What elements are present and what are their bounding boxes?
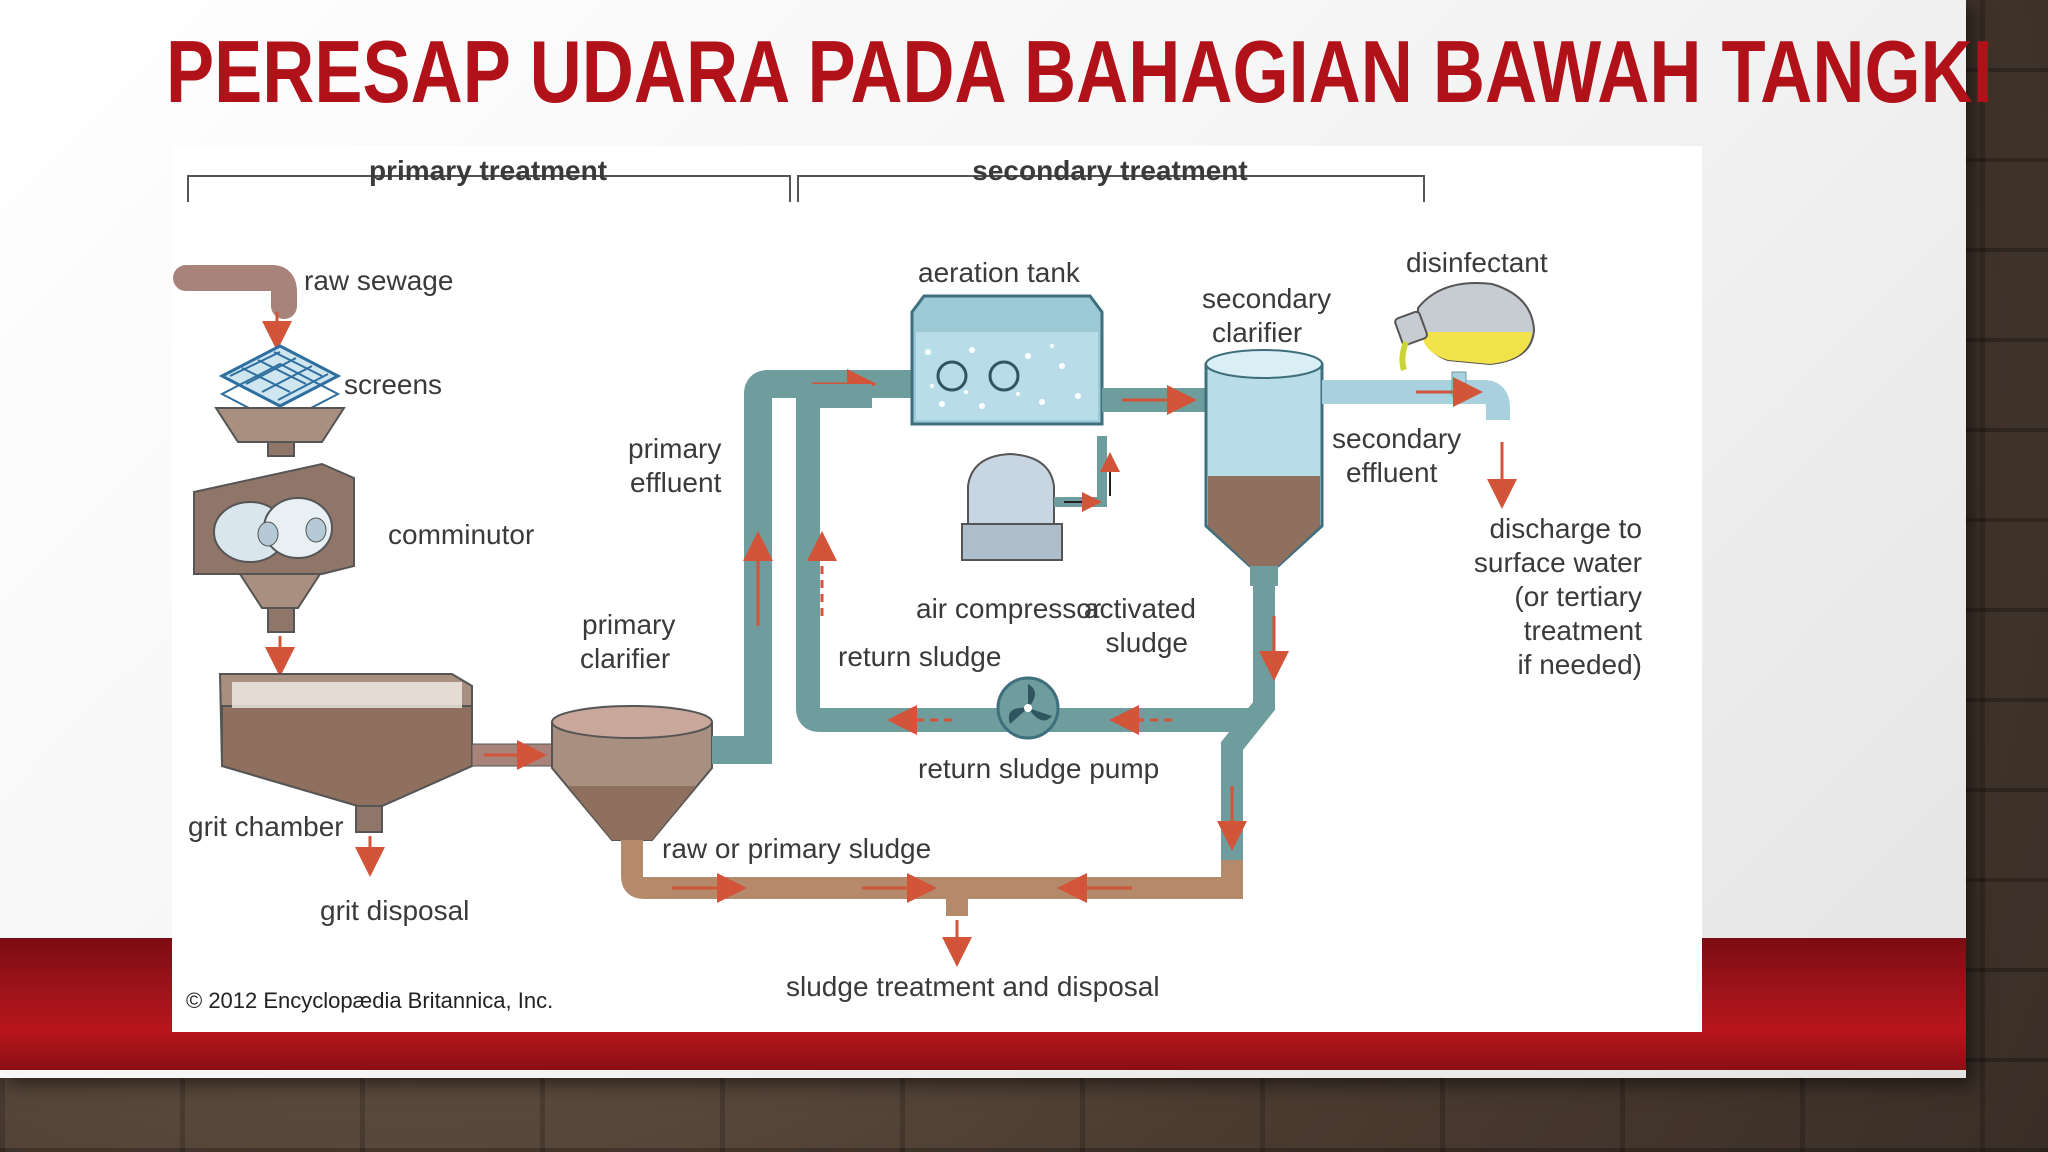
primary-effluent-label-2: effluent xyxy=(630,467,722,498)
return-sludge-pipe xyxy=(796,384,1250,732)
return-sludge-pump xyxy=(996,676,1060,740)
primary-clarifier-label-2: clarifier xyxy=(580,643,670,674)
primary-effluent-label-1: primary xyxy=(628,433,721,464)
air-compressor-label: air compressor xyxy=(916,593,1101,624)
diagram-svg: primary treatment secondary treatment ra… xyxy=(173,155,1642,1013)
comminutor-label: comminutor xyxy=(388,519,534,550)
primary-bracket xyxy=(187,175,791,202)
secondary-treatment-header: secondary treatment xyxy=(972,155,1247,186)
raw-sewage-pipe xyxy=(173,265,297,319)
sludge-outlet xyxy=(946,888,968,916)
comminutor-unit xyxy=(193,462,355,633)
secondary-bracket xyxy=(797,175,1425,202)
grit-chamber-unit xyxy=(218,673,473,833)
secondary-effluent-pipe xyxy=(1322,380,1510,420)
disinfectant-bottle xyxy=(1394,282,1536,371)
secondary-effluent-label-2: effluent xyxy=(1346,457,1438,488)
primary-treatment-header: primary treatment xyxy=(369,155,607,186)
primary-clarifier-unit xyxy=(551,705,713,841)
screens-unit xyxy=(214,344,346,457)
discharge-label-4: treatment xyxy=(1524,615,1642,646)
return-sludge-pump-label: return sludge pump xyxy=(918,753,1159,784)
primary-clarifier-label-1: primary xyxy=(582,609,675,640)
raw-sewage-label: raw sewage xyxy=(304,265,453,296)
primary-effluent-pipe xyxy=(712,370,912,764)
grit-disposal-label: grit disposal xyxy=(320,895,469,926)
discharge-label-2: surface water xyxy=(1474,547,1642,578)
copyright-notice: © 2012 Encyclopædia Britannica, Inc. xyxy=(186,988,553,1013)
secondary-clarifier-unit xyxy=(1204,349,1324,586)
raw-primary-sludge-label: raw or primary sludge xyxy=(662,833,931,864)
screens-label: screens xyxy=(344,369,442,400)
wastewater-treatment-diagram: primary treatment secondary treatment ra… xyxy=(172,146,1702,1032)
grit-chamber-label: grit chamber xyxy=(188,811,344,842)
sludge-treatment-label: sludge treatment and disposal xyxy=(786,971,1160,1002)
discharge-label-3: (or tertiary xyxy=(1514,581,1642,612)
sludge-collection-pipe xyxy=(621,840,1243,899)
slide-title: PERESAP UDARA PADA BAHAGIAN BAWAH TANGKI xyxy=(166,22,1993,121)
aeration-tank-label: aeration tank xyxy=(918,257,1081,288)
secondary-clarifier-label-1: secondary xyxy=(1202,283,1331,314)
return-sludge-label: return sludge xyxy=(838,641,1001,672)
air-compressor-unit xyxy=(961,436,1107,561)
activated-sludge-label-1: activated xyxy=(1084,593,1196,624)
aeration-tank-unit xyxy=(910,294,1104,426)
disinfectant-label: disinfectant xyxy=(1406,247,1548,278)
secondary-effluent-label-1: secondary xyxy=(1332,423,1461,454)
activated-sludge-label-2: sludge xyxy=(1105,627,1188,658)
secondary-clarifier-label-2: clarifier xyxy=(1212,317,1302,348)
discharge-label-1: discharge to xyxy=(1489,513,1642,544)
discharge-label-5: if needed) xyxy=(1517,649,1642,680)
